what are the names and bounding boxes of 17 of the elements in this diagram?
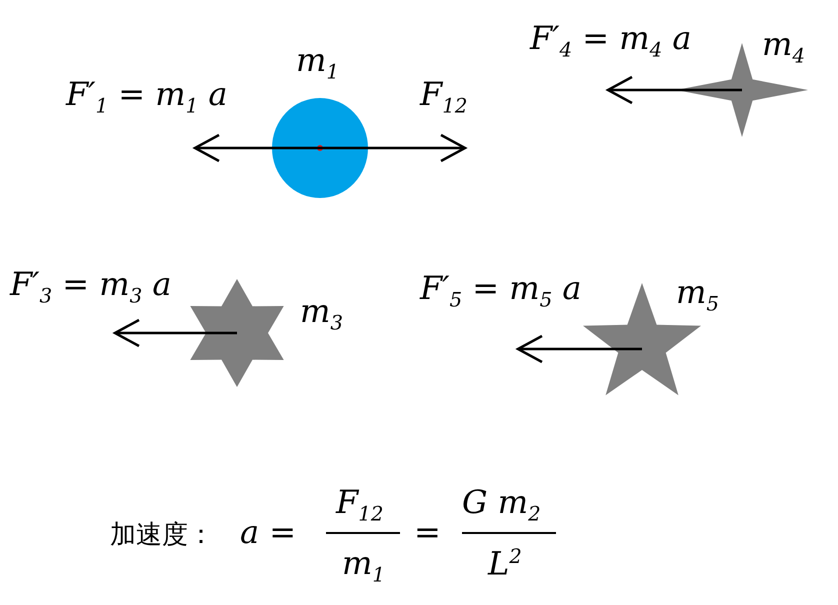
formula-text: F′$_{5}$ = m$_{5}$ a	[420, 272, 582, 310]
mass-label: m$_{1}$	[296, 44, 339, 82]
formula-text: a =	[240, 516, 296, 548]
formula-text: F$_{12}$	[420, 78, 468, 116]
mass-label: m$_{4}$	[762, 28, 805, 66]
fraction-denominator: L$^{2}$	[488, 547, 522, 580]
fraction-denominator: m$_{1}$	[342, 547, 385, 586]
mass-label: m$_{3}$	[300, 295, 343, 334]
formula-text: F′$_{1}$ = m$_{1}$ a	[66, 78, 228, 116]
formula-text: F′$_{3}$ = m$_{3}$ a	[10, 268, 172, 306]
fraction-numerator: F$_{12}$	[336, 486, 384, 524]
mass-label: m$_{5}$	[676, 276, 719, 314]
fraction-numerator: G m$_{2}$	[462, 486, 541, 524]
ball	[272, 98, 368, 198]
formula-text: F′$_{4}$ = m$_{4}$ a	[530, 22, 692, 60]
caption-text: 加速度：	[110, 522, 214, 548]
formula-text: =	[414, 516, 441, 548]
